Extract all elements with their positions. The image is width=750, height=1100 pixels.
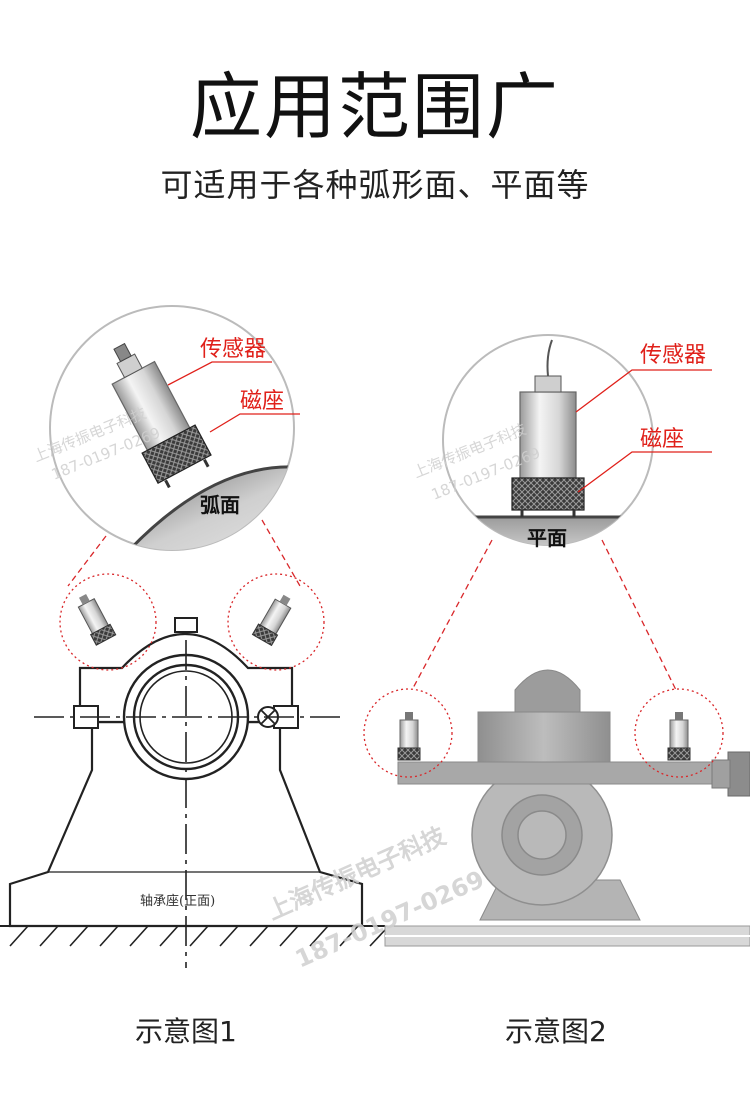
diagram-1-bearing-seat: 轴承座(正面)	[0, 305, 386, 968]
sensor-large-curved	[111, 342, 212, 489]
highlight-circle-pump-right	[634, 688, 724, 778]
surface-label-curved: 弧面	[200, 493, 240, 517]
callout-magnet-2: 磁座	[640, 427, 684, 452]
highlight-circle-pump-left	[363, 688, 453, 778]
machine-label: 轴承座(正面)	[140, 894, 215, 909]
sensor-small-pump-left	[397, 712, 421, 761]
sensor-small-left	[77, 593, 117, 646]
page-subtitle: 可适用于各种弧形面、平面等	[160, 166, 590, 204]
ground-hatch	[9, 925, 386, 947]
highlight-circle-right	[227, 573, 325, 671]
sensor-small-pump-right	[667, 712, 691, 761]
callout-magnet-1: 磁座	[240, 389, 284, 414]
caption-diagram-2: 示意图2	[505, 1015, 607, 1048]
page-title: 应用范围广	[189, 65, 560, 149]
diagram-2-pump	[363, 334, 750, 947]
highlight-circle-left	[59, 573, 157, 671]
sensor-large-flat	[511, 339, 585, 517]
surface-label-flat: 平面	[527, 526, 567, 550]
callout-sensor-1: 传感器	[200, 337, 266, 362]
caption-diagram-1: 示意图1	[135, 1015, 237, 1048]
sensor-small-right	[251, 594, 292, 647]
callout-sensor-2: 传感器	[640, 343, 706, 368]
